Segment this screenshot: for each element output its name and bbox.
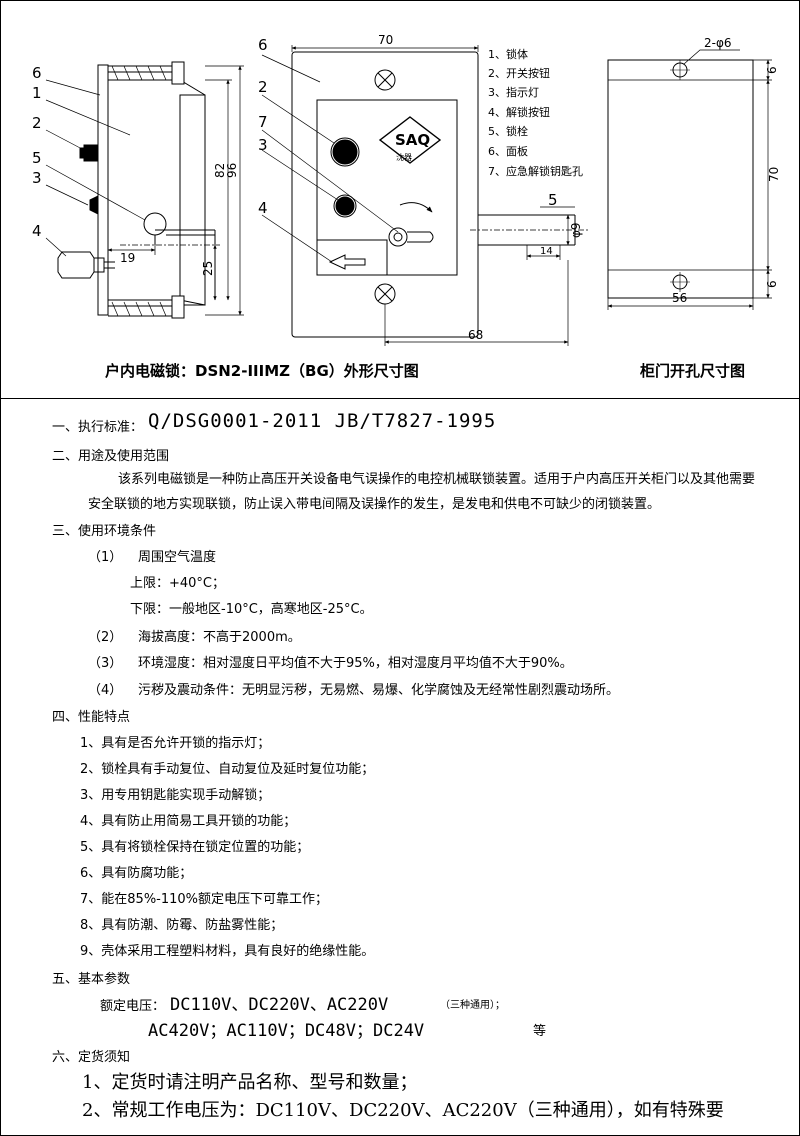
dim-82: 82	[213, 163, 227, 178]
feature-item: 2、锁栓具有手动复位、自动复位及延时复位功能；	[80, 762, 375, 777]
section-5-title: 五、基本参数	[52, 972, 131, 987]
dim-96: 96	[225, 163, 239, 178]
cutout-caption: 柜门开孔尺寸图	[640, 362, 746, 380]
section-3-title: 三、使用环境条件	[52, 524, 157, 539]
usage-line-2: 安全联锁的地方实现联锁，防止误入带电间隔及误操作的发生，是发电和供电不可缺少的闭…	[88, 497, 661, 512]
parts-legend: 1、锁体 2、开关按钮 3、指示灯 4、解锁按钮 5、锁栓 6、面板 7、应急解…	[488, 47, 583, 178]
dim-phi9: φ9	[569, 222, 583, 238]
logo-sub: 沈器	[396, 152, 412, 162]
section-4-title: 四、性能特点	[52, 710, 131, 725]
dim-25: 25	[201, 261, 215, 276]
front-label-3: 3	[258, 136, 268, 154]
usage-line-1: 该系列电磁锁是一种防止高压开关设备电气误操作的电控机械联锁装置。适用于户内高压开…	[118, 472, 756, 487]
cutout-view-drawing	[607, 49, 772, 310]
legend-item: 7、应急解锁钥匙孔	[488, 164, 583, 178]
order-item: 2、常规工作电压为：DC110V、DC220V、AC220V（三种通用），如有特…	[82, 1100, 724, 1121]
feature-item: 4、具有防止用简易工具开锁的功能；	[80, 814, 297, 829]
dim-6-top: 6	[765, 66, 779, 74]
voltage-values-2: AC420V；AC110V；DC48V；DC24V	[148, 1021, 425, 1041]
front-label-6: 6	[258, 36, 268, 54]
feature-item: 8、具有防潮、防霉、防盐雾性能；	[80, 918, 284, 933]
feature-item: 5、具有将锁栓保持在锁定位置的功能；	[80, 840, 310, 855]
dim-14: 14	[540, 246, 553, 257]
voltage-note: （三种通用）；	[440, 1000, 505, 1011]
feature-item: 1、具有是否允许开锁的指示灯；	[80, 736, 271, 751]
standards-text: Q/DSG0001-2011 JB/T7827-1995	[148, 410, 497, 432]
front-label-7: 7	[258, 113, 268, 131]
legend-item: 6、面板	[488, 144, 528, 158]
voltage-label: 额定电压：	[100, 999, 166, 1014]
front-label-2: 2	[258, 78, 268, 96]
legend-item: 4、解锁按钮	[488, 105, 550, 119]
section-6-title: 六、定货须知	[52, 1050, 131, 1065]
cond-4-text: 污秽及震动条件：无明显污秽，无易燃、易爆、化学腐蚀及无经常性剧烈震动场所。	[138, 683, 620, 698]
logo-text: SAQ	[395, 131, 430, 149]
legend-item: 5、锁栓	[488, 124, 528, 138]
section-divider	[0, 398, 800, 399]
cond-3-text: 环境湿度：相对湿度日平均值不大于95%，相对湿度月平均值不大于90%。	[138, 656, 573, 671]
feature-item: 7、能在85%-110%额定电压下可靠工作；	[80, 892, 329, 907]
side-label-5: 5	[32, 149, 42, 167]
side-label-1: 1	[32, 84, 42, 102]
side-label-2: 2	[32, 114, 42, 132]
side-label-3: 3	[32, 169, 42, 187]
legend-item: 2、开关按钮	[488, 66, 550, 80]
dim-68: 68	[468, 328, 483, 342]
section-2-title: 二、用途及使用范围	[52, 449, 170, 464]
cond-1-num: （1）	[88, 550, 123, 565]
temp-lower: 下限：一般地区-10°C，高寒地区-25°C。	[130, 602, 373, 617]
section-1-title: 一、执行标准：	[52, 420, 144, 435]
voltage-values-1: DC110V、DC220V、AC220V	[170, 995, 389, 1015]
legend-item: 3、指示灯	[488, 85, 539, 99]
dim-70-height: 70	[767, 167, 781, 182]
side-label-6: 6	[32, 64, 42, 82]
cond-1-text: 周围空气温度	[138, 550, 217, 565]
cond-3-num: （3）	[88, 656, 123, 671]
order-item: 1、定货时请注明产品名称、型号和数量；	[82, 1072, 418, 1093]
side-view-drawing	[45, 61, 244, 319]
front-view-drawing	[261, 45, 590, 346]
legend-item: 1、锁体	[488, 47, 528, 61]
feature-item: 9、壳体采用工程塑料材料，具有良好的绝缘性能。	[80, 944, 375, 959]
front-label-4: 4	[258, 199, 268, 217]
feature-item: 6、具有防腐功能；	[80, 866, 193, 881]
temp-upper: 上限：+40°C；	[130, 576, 226, 591]
voltage-suffix: 等	[533, 1024, 547, 1039]
dim-2-phi6: 2-φ6	[704, 36, 732, 50]
dim-56: 56	[672, 291, 687, 305]
cond-2-text: 海拔高度：不高于2000m。	[138, 630, 301, 645]
outline-caption: 户内电磁锁：DSN2-IIIMZ（BG）外形尺寸图	[105, 362, 419, 380]
cond-2-num: （2）	[88, 630, 123, 645]
cond-4-num: （4）	[88, 683, 123, 698]
dim-19: 19	[120, 251, 135, 265]
dim-70-width: 70	[378, 33, 393, 47]
side-label-4: 4	[32, 222, 42, 240]
front-label-5: 5	[548, 191, 558, 209]
feature-item: 3、用专用钥匙能实现手动解锁；	[80, 788, 271, 803]
drawing-area: 6 1 2 5 3 4 82 96 19 25	[32, 33, 781, 346]
dim-6-bottom: 6	[765, 280, 779, 288]
